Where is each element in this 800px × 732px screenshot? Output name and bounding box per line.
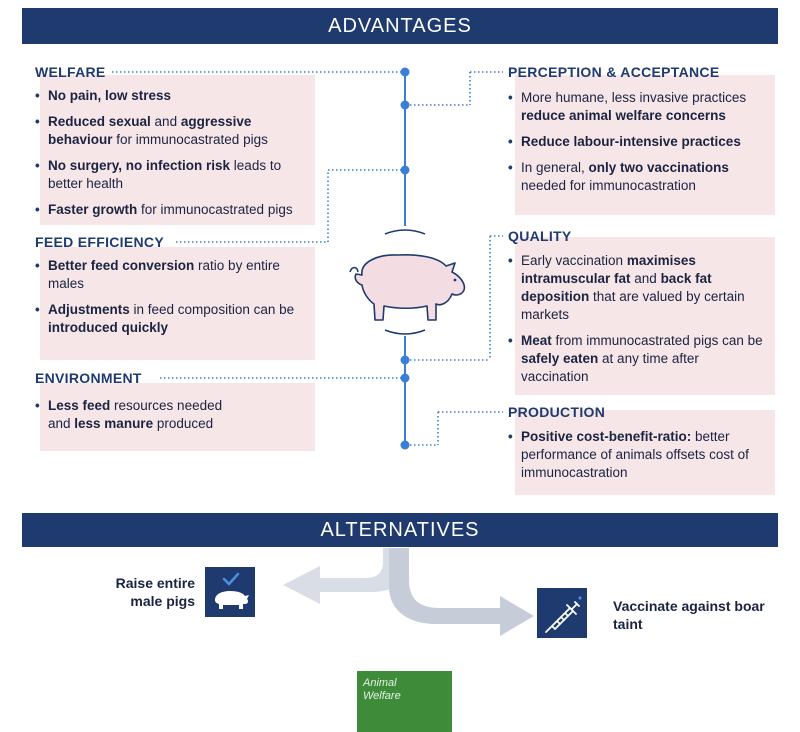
list-item: Reduced sexual and aggressive behaviour … — [35, 113, 310, 149]
alternative-right-label: Vaccinate against boar taint — [613, 598, 765, 632]
quality-list: Early vaccination maximises intramuscula… — [508, 252, 770, 394]
environment-heading: ENVIRONMENT — [35, 370, 142, 386]
list-item: In general, only two vaccinations needed… — [508, 159, 776, 195]
perception-list: More humane, less invasive practices red… — [508, 89, 776, 203]
spine-dot — [400, 100, 410, 110]
list-item: Less feed resources needed and less manu… — [35, 397, 240, 433]
spine-dot — [400, 355, 410, 365]
pig-arc-top — [384, 229, 426, 235]
list-item: No pain, low stress — [35, 87, 310, 105]
connector-diagram — [112, 67, 503, 450]
spine-dot — [400, 165, 410, 175]
pig-icon — [349, 254, 466, 321]
arrow-left — [283, 548, 409, 604]
spine-dot — [400, 373, 410, 383]
list-item: Better feed conversion ratio by entire m… — [35, 257, 305, 293]
welfare-heading: WELFARE — [35, 64, 106, 80]
animal-welfare-badge: Animal Welfare — [357, 671, 452, 732]
badge-label: Animal Welfare — [363, 677, 401, 702]
list-item: Adjustments in feed composition can be i… — [35, 301, 305, 337]
list-item: Meat from immunocastrated pigs can be sa… — [508, 332, 770, 386]
advantages-title: ADVANTAGES — [328, 15, 472, 37]
arrow-right — [389, 548, 534, 636]
alternatives-banner: ALTERNATIVES — [22, 513, 778, 547]
alternative-left-label: Raise entire male pigs — [115, 575, 195, 609]
feed-list: Better feed conversion ratio by entire m… — [35, 257, 305, 345]
split-arrow — [283, 548, 534, 636]
pig-arc-bottom — [384, 329, 426, 335]
environment-list: Less feed resources needed and less manu… — [35, 397, 240, 441]
perception-heading: PERCEPTION & ACCEPTANCE — [508, 64, 720, 80]
list-item: Early vaccination maximises intramuscula… — [508, 252, 770, 324]
spine-dot — [400, 440, 410, 450]
syringe-icon — [545, 596, 582, 633]
quality-heading: QUALITY — [508, 228, 572, 244]
list-item: Faster growth for immunocastrated pigs — [35, 201, 310, 219]
advantages-banner: ADVANTAGES — [22, 8, 778, 44]
production-list: Positive cost-benefit-ratio: better perf… — [508, 428, 770, 490]
list-item: More humane, less invasive practices red… — [508, 89, 776, 125]
check-icon — [215, 572, 249, 609]
feed-heading: FEED EFFICIENCY — [35, 234, 164, 250]
vaccine-icon-box — [537, 588, 587, 638]
list-item: No surgery, no infection risk leads to b… — [35, 157, 310, 193]
alternatives-title: ALTERNATIVES — [320, 519, 480, 541]
spine-dot — [400, 67, 410, 77]
list-item: Positive cost-benefit-ratio: better perf… — [508, 428, 770, 482]
production-heading: PRODUCTION — [508, 404, 606, 420]
pig-check-icon-box — [205, 567, 255, 617]
welfare-list: No pain, low stress Reduced sexual and a… — [35, 87, 310, 227]
list-item: Reduce labour-intensive practices — [508, 133, 776, 151]
